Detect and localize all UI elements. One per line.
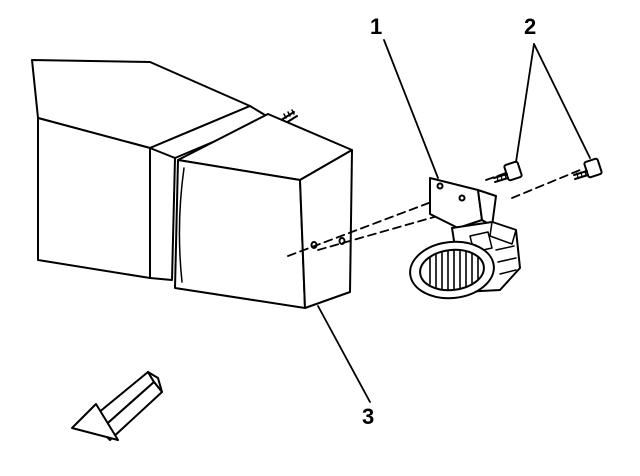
fog-lamp-lens — [409, 240, 495, 300]
front-direction-arrow-icon — [71, 371, 163, 441]
fog-lamp-bracket — [429, 177, 497, 229]
bolt-lower — [573, 157, 603, 180]
bolt-upper — [493, 160, 523, 183]
leader-lines — [317, 39, 591, 403]
callout-1: 1 — [370, 14, 382, 39]
callout-3: 3 — [362, 404, 374, 429]
callout-2: 2 — [524, 14, 536, 39]
fascia-corner-block — [174, 113, 353, 309]
bumper-fascia-rear — [31, 59, 271, 281]
